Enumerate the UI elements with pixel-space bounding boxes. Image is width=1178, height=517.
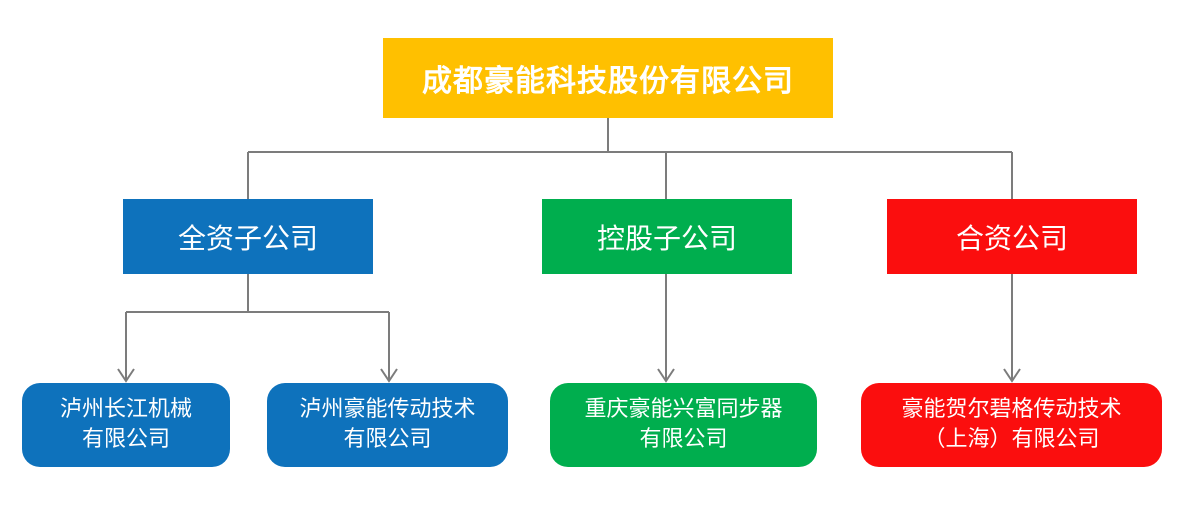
org-node-root-company: 成都豪能科技股份有限公司 xyxy=(383,38,833,118)
org-node-luzhou-haoneng: 泸州豪能传动技术 有限公司 xyxy=(267,383,508,467)
org-node-holding-subsidiaries: 控股子公司 xyxy=(542,199,792,274)
org-node-haoneng-hoerbiger-shanghai: 豪能贺尔碧格传动技术 （上海）有限公司 xyxy=(861,383,1162,467)
arrowhead-leaf4-icon xyxy=(1003,368,1021,383)
arrowhead-leaf3-icon xyxy=(657,368,675,383)
org-node-luzhou-changjiang: 泸州长江机械 有限公司 xyxy=(22,383,230,467)
arrowhead-leaf1-icon xyxy=(117,368,135,383)
org-node-joint-ventures: 合资公司 xyxy=(887,199,1137,274)
connector-group xyxy=(117,118,1021,383)
org-node-wholly-owned-subsidiaries: 全资子公司 xyxy=(123,199,373,274)
arrowhead-leaf2-icon xyxy=(380,368,398,383)
org-node-chongqing-haoneng-xingfu: 重庆豪能兴富同步器 有限公司 xyxy=(550,383,817,467)
